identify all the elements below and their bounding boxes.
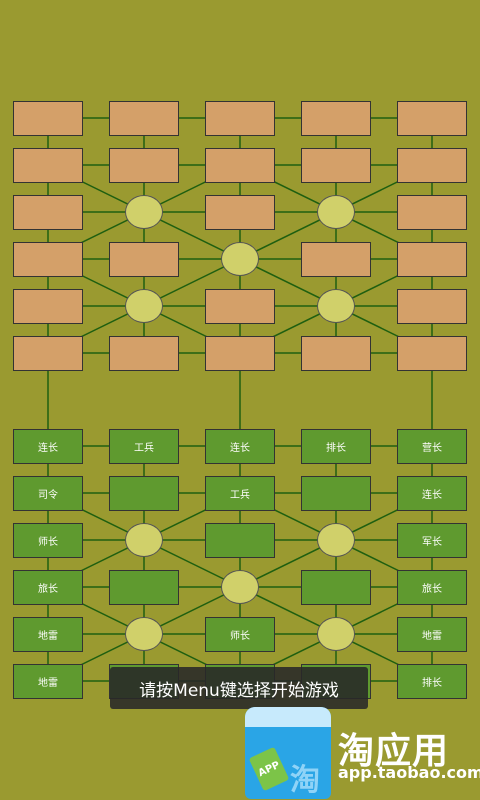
enemy-piece[interactable] — [13, 101, 83, 136]
shopping-bag-icon: APP 淘 — [245, 707, 331, 799]
player-piece[interactable]: 连长 — [13, 429, 83, 464]
player-piece[interactable]: 工兵 — [205, 476, 275, 511]
enemy-piece[interactable] — [301, 242, 371, 277]
player-piece[interactable] — [109, 476, 179, 511]
player-piece[interactable]: 地雷 — [397, 617, 467, 652]
enemy-piece[interactable] — [109, 148, 179, 183]
player-piece[interactable]: 连长 — [397, 476, 467, 511]
piece-label: 地雷 — [38, 678, 58, 689]
piece-label: 排长 — [422, 678, 442, 689]
piece-label: 司令 — [38, 490, 58, 501]
player-piece[interactable] — [301, 476, 371, 511]
enemy-piece[interactable] — [397, 289, 467, 324]
player-piece[interactable]: 司令 — [13, 476, 83, 511]
promo-url: app.taobao.com — [338, 763, 480, 782]
enemy-piece[interactable] — [205, 148, 275, 183]
player-piece[interactable]: 排长 — [397, 664, 467, 699]
bag-char: 淘 — [290, 763, 320, 798]
player-piece[interactable]: 地雷 — [13, 664, 83, 699]
camp[interactable] — [317, 523, 355, 557]
piece-label: 地雷 — [422, 631, 442, 642]
enemy-piece[interactable] — [109, 336, 179, 371]
enemy-piece[interactable] — [397, 242, 467, 277]
player-piece[interactable]: 地雷 — [13, 617, 83, 652]
enemy-piece[interactable] — [13, 195, 83, 230]
camp[interactable] — [221, 242, 259, 276]
enemy-piece[interactable] — [13, 148, 83, 183]
promo-brand: 淘应用 — [338, 731, 450, 772]
bag-band — [245, 707, 331, 727]
piece-label: 连长 — [38, 443, 58, 454]
camp[interactable] — [125, 617, 163, 651]
toast-message: 请按Menu键选择开始游戏 — [110, 667, 368, 709]
enemy-piece[interactable] — [205, 289, 275, 324]
player-piece[interactable]: 工兵 — [109, 429, 179, 464]
promo-banner[interactable]: APP 淘 淘应用 app.taobao.com — [240, 700, 480, 800]
enemy-piece[interactable] — [205, 195, 275, 230]
player-piece[interactable]: 排长 — [301, 429, 371, 464]
camp[interactable] — [221, 570, 259, 604]
player-piece[interactable]: 连长 — [205, 429, 275, 464]
piece-label: 旅长 — [38, 584, 58, 595]
enemy-piece[interactable] — [13, 242, 83, 277]
player-piece[interactable]: 师长 — [205, 617, 275, 652]
piece-label: 旅长 — [422, 584, 442, 595]
player-piece[interactable] — [109, 570, 179, 605]
enemy-piece[interactable] — [397, 336, 467, 371]
camp[interactable] — [125, 523, 163, 557]
enemy-piece[interactable] — [205, 101, 275, 136]
toast-text: 请按Menu键选择开始游戏 — [139, 680, 339, 701]
player-piece[interactable]: 旅长 — [13, 570, 83, 605]
enemy-piece[interactable] — [301, 101, 371, 136]
enemy-piece[interactable] — [397, 101, 467, 136]
piece-label: 师长 — [230, 631, 250, 642]
enemy-piece[interactable] — [397, 148, 467, 183]
camp[interactable] — [317, 195, 355, 229]
piece-label: 工兵 — [134, 443, 154, 454]
enemy-piece[interactable] — [301, 336, 371, 371]
camp[interactable] — [125, 195, 163, 229]
enemy-piece[interactable] — [109, 242, 179, 277]
piece-label: 军长 — [422, 537, 442, 548]
player-piece[interactable]: 营长 — [397, 429, 467, 464]
enemy-piece[interactable] — [13, 289, 83, 324]
piece-label: 连长 — [422, 490, 442, 501]
player-piece[interactable] — [205, 523, 275, 558]
player-piece[interactable]: 军长 — [397, 523, 467, 558]
enemy-piece[interactable] — [205, 336, 275, 371]
enemy-piece[interactable] — [397, 195, 467, 230]
piece-label: 师长 — [38, 537, 58, 548]
enemy-piece[interactable] — [301, 148, 371, 183]
piece-label: 排长 — [326, 443, 346, 454]
player-piece[interactable] — [301, 570, 371, 605]
player-piece[interactable]: 旅长 — [397, 570, 467, 605]
player-piece[interactable]: 师长 — [13, 523, 83, 558]
enemy-piece[interactable] — [109, 101, 179, 136]
camp[interactable] — [317, 617, 355, 651]
camp[interactable] — [125, 289, 163, 323]
enemy-piece[interactable] — [13, 336, 83, 371]
app-badge: APP — [248, 746, 290, 792]
piece-label: 连长 — [230, 443, 250, 454]
piece-label: 营长 — [422, 443, 442, 454]
camp[interactable] — [317, 289, 355, 323]
piece-label: 工兵 — [230, 490, 250, 501]
piece-label: 地雷 — [38, 631, 58, 642]
